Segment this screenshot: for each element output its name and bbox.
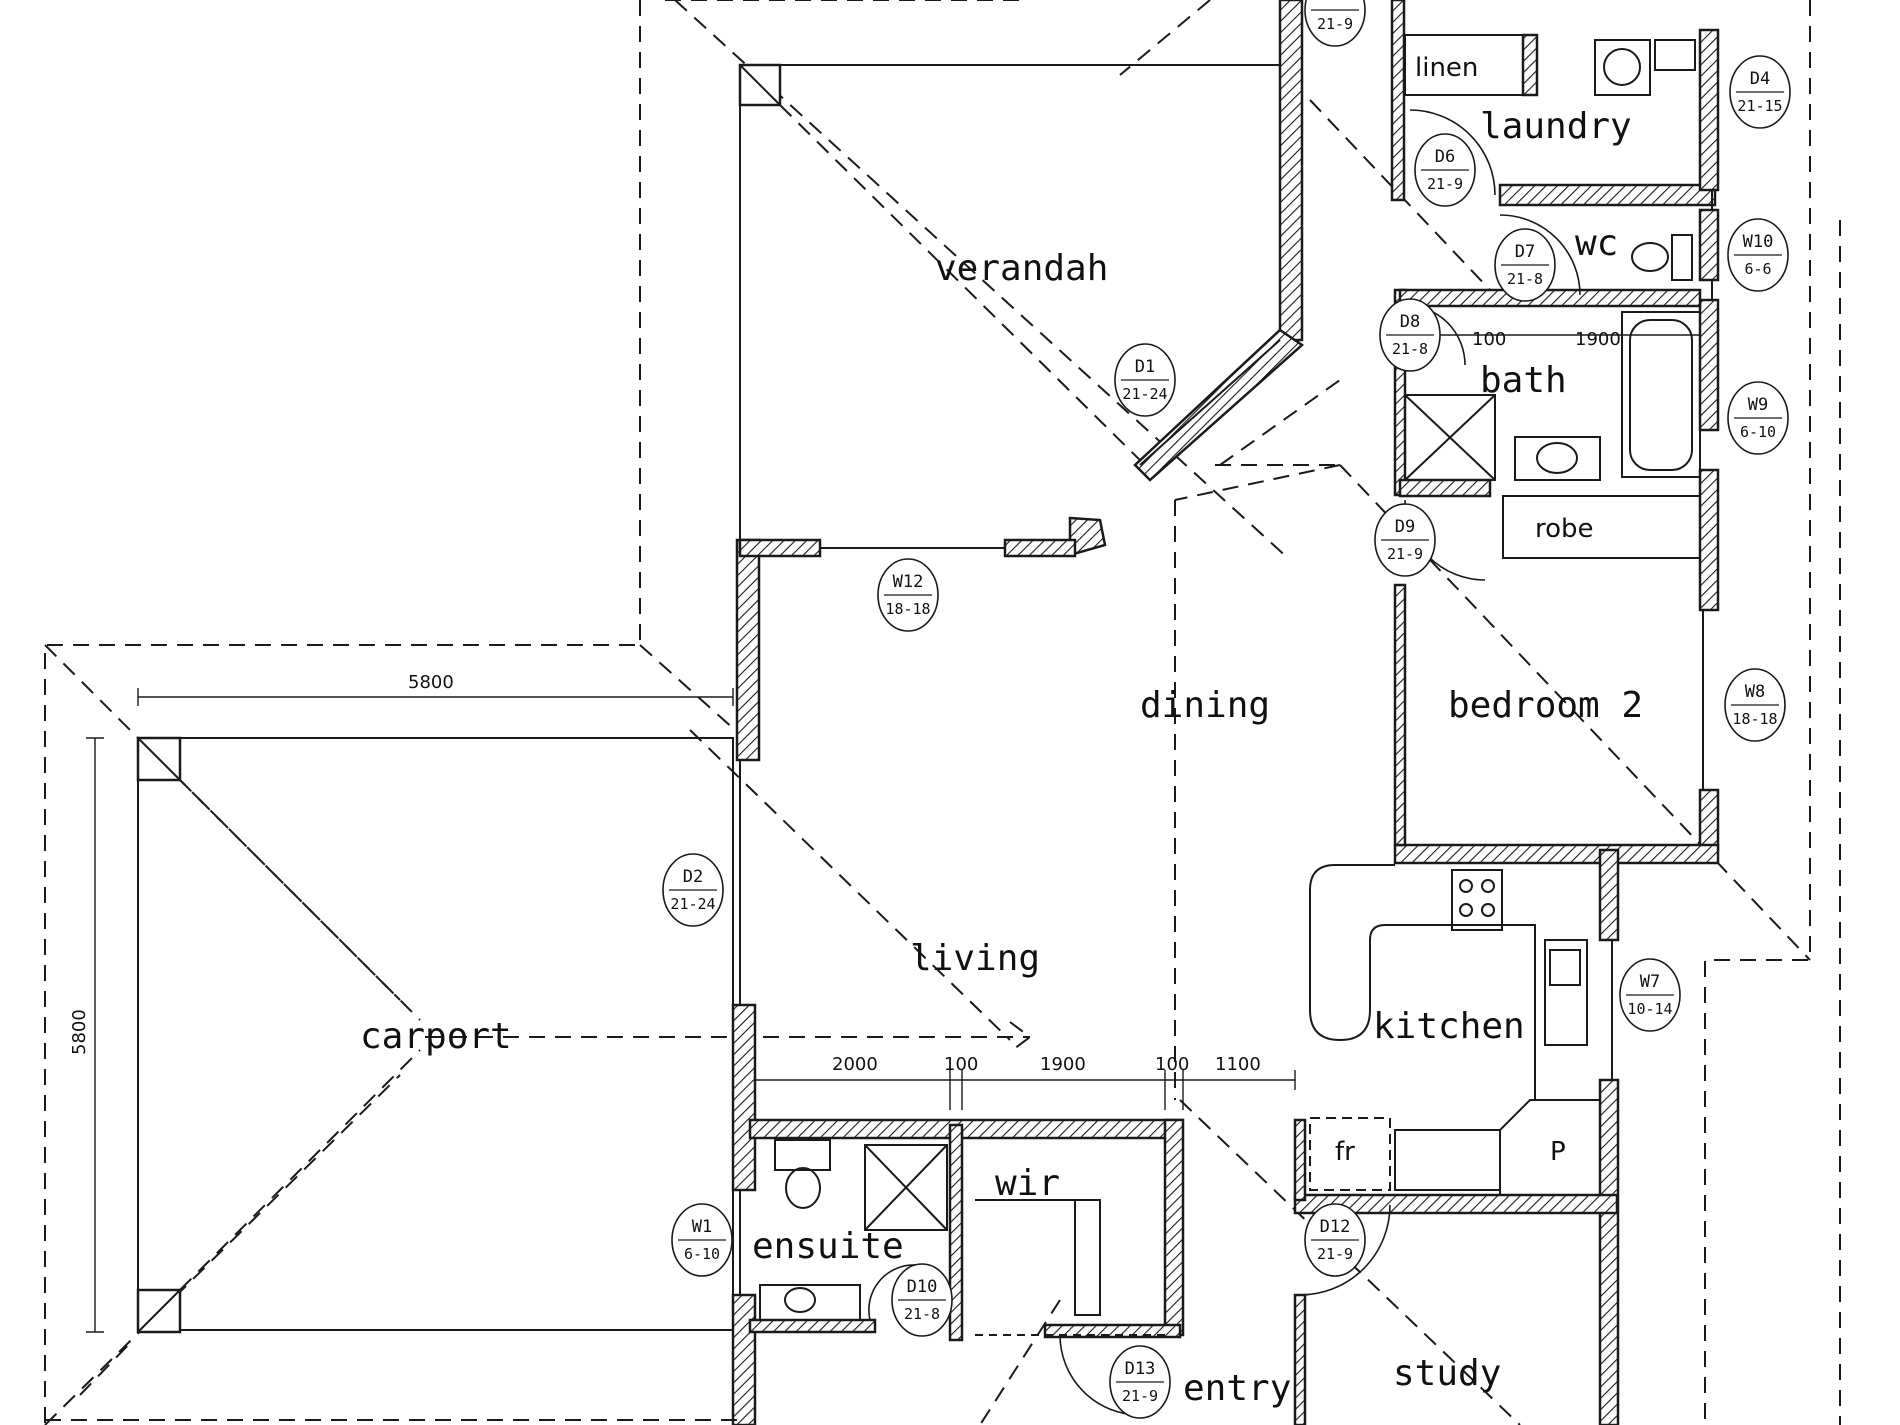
- tag-size: 21-8: [1507, 270, 1543, 288]
- tag-code: D4: [1750, 69, 1770, 89]
- tag-d8: D8 21-8: [1379, 298, 1441, 372]
- tag-size: 21-9: [1122, 1387, 1158, 1405]
- tag-unlabeled: 21-9: [1304, 0, 1366, 47]
- dim-ensuite-c: 1900: [1040, 1054, 1086, 1075]
- room-label-entry: entry: [1183, 1368, 1291, 1409]
- dimension-labels: 5800 5800 2000 100 1900 100 1100 100 190…: [69, 329, 1621, 1075]
- windows: [739, 190, 1713, 1295]
- tag-code: D2: [683, 867, 703, 887]
- tag-size: 10-14: [1627, 1000, 1672, 1018]
- tag-code: D13: [1125, 1359, 1156, 1379]
- tag-code: W12: [893, 572, 924, 592]
- room-label-bath: bath: [1480, 360, 1567, 401]
- tag-d1: D1 21-24: [1114, 343, 1176, 417]
- tag-size: 21-24: [1122, 385, 1167, 403]
- tag-bubble: [1304, 0, 1366, 47]
- tag-size: 21-24: [670, 895, 715, 913]
- room-label-laundry: laundry: [1480, 106, 1632, 147]
- tag-code: W10: [1743, 232, 1774, 252]
- room-label-linen: linen: [1415, 53, 1478, 83]
- tag-code: D9: [1395, 517, 1415, 537]
- tag-w7: W7 10-14: [1619, 958, 1681, 1032]
- tag-d2: D2 21-24: [662, 853, 724, 927]
- tag-size: 18-18: [1732, 710, 1777, 728]
- dim-bath-b: 1900: [1575, 329, 1621, 350]
- dimension-lines: [86, 334, 1700, 1333]
- tag-d7: D7 21-8: [1494, 228, 1556, 302]
- tag-code: D12: [1320, 1217, 1351, 1237]
- tag-code: D1: [1135, 357, 1155, 377]
- dim-ensuite-e: 1100: [1215, 1054, 1261, 1075]
- dim-ensuite-b: 100: [944, 1054, 978, 1075]
- room-label-bedroom-2: bedroom 2: [1448, 685, 1643, 726]
- room-label-wir: wir: [995, 1163, 1060, 1204]
- tag-d10: D10 21-8: [891, 1263, 953, 1337]
- room-label-ensuite: ensuite: [752, 1226, 904, 1267]
- room-label-pantry: P: [1550, 1137, 1566, 1167]
- room-label-study: study: [1393, 1353, 1501, 1394]
- tag-d4: D4 21-15: [1729, 55, 1791, 129]
- tag-size: 21-8: [1392, 340, 1428, 358]
- door-swings: [868, 109, 1581, 1416]
- tag-size: 21-9: [1317, 1245, 1353, 1263]
- dim-carport-depth: 5800: [69, 1009, 90, 1055]
- dim-ensuite-d: 100: [1155, 1054, 1189, 1075]
- tag-d12: D12 21-9: [1304, 1203, 1366, 1277]
- tag-size: 6-6: [1744, 260, 1771, 278]
- room-labels: verandah laundry linen wc bath robe bedr…: [360, 53, 1643, 1409]
- door-window-tags: D121-24D221-24D421-15D621-9D721-8D821-8D…: [662, 0, 1791, 1419]
- tag-code: D8: [1400, 312, 1420, 332]
- room-label-wc: wc: [1575, 223, 1618, 264]
- tag-size: 21-9: [1317, 15, 1353, 33]
- verandah-area: [738, 63, 1280, 545]
- tag-d6: D6 21-9: [1414, 133, 1476, 207]
- tag-size: 6-10: [1740, 423, 1776, 441]
- tag-w1: W1 6-10: [671, 1203, 733, 1277]
- tag-size: 21-15: [1737, 97, 1782, 115]
- tag-size: 21-9: [1387, 545, 1423, 563]
- tag-code: D6: [1435, 147, 1455, 167]
- room-label-dining: dining: [1140, 685, 1270, 726]
- tag-w9: W9 6-10: [1727, 381, 1789, 455]
- tag-w8: W8 18-18: [1724, 668, 1786, 742]
- dim-ensuite-a: 2000: [832, 1054, 878, 1075]
- tag-size: 18-18: [885, 600, 930, 618]
- tag-size: 21-8: [904, 1305, 940, 1323]
- tag-code: W9: [1748, 395, 1768, 415]
- tag-code: W8: [1745, 682, 1765, 702]
- tag-d13: D13 21-9: [1109, 1345, 1171, 1419]
- tag-w12: W12 18-18: [877, 558, 939, 632]
- tag-code: D10: [907, 1277, 938, 1297]
- room-label-kitchen: kitchen: [1373, 1006, 1525, 1047]
- dim-bath-a: 100: [1472, 329, 1506, 350]
- tag-d9: D9 21-9: [1374, 503, 1436, 577]
- room-label-fridge: fr: [1335, 1137, 1355, 1167]
- tag-code: W7: [1640, 972, 1660, 992]
- room-label-carport: carport: [360, 1016, 512, 1057]
- room-label-living: living: [910, 938, 1040, 979]
- tag-size: 21-9: [1427, 175, 1463, 193]
- room-label-robe: robe: [1535, 514, 1594, 544]
- tag-code: D7: [1515, 242, 1535, 262]
- room-label-verandah: verandah: [935, 248, 1108, 289]
- carport-area: [45, 736, 740, 1421]
- tag-size: 6-10: [684, 1245, 720, 1263]
- fixtures: [759, 33, 1701, 1336]
- tag-code: W1: [692, 1217, 712, 1237]
- dim-carport-width: 5800: [408, 672, 454, 693]
